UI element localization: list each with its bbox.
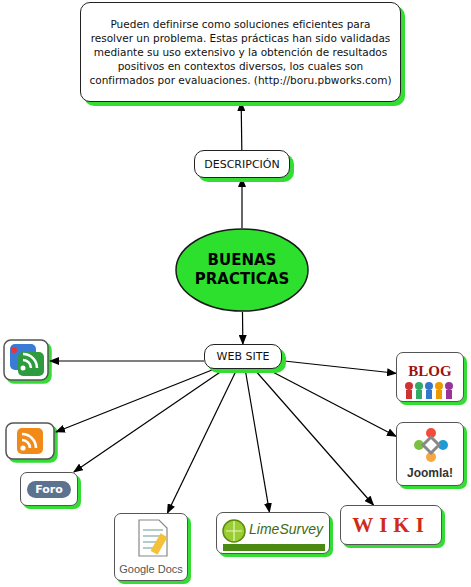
arrow-connector bbox=[254, 369, 373, 505]
node-text: Foro bbox=[27, 481, 71, 498]
node-text: WIKI bbox=[352, 513, 430, 538]
limesurvey-icon: LimeSurvey bbox=[216, 512, 330, 554]
arrow-connector bbox=[282, 361, 396, 373]
description-box: Pueden definirse como soluciones eficien… bbox=[80, 2, 401, 102]
arrow-connector bbox=[241, 102, 243, 150]
node-text: LimeSurvey bbox=[249, 521, 323, 537]
reader-icon bbox=[4, 340, 48, 380]
node-text: Google Docs bbox=[119, 563, 183, 575]
central-ellipse: BUENAS PRACTICAS bbox=[175, 228, 309, 312]
arrow-connector bbox=[74, 369, 225, 472]
node-text: WEB SITE bbox=[217, 350, 270, 363]
blog-icon: BLOG bbox=[396, 352, 464, 402]
node-text: BLOG bbox=[408, 363, 451, 380]
node-text: DESCRIPCIÓN bbox=[204, 158, 279, 171]
forum-icon: Foro bbox=[20, 472, 78, 506]
joomla-icon: Joomla! bbox=[396, 422, 464, 486]
arrow-line bbox=[56, 370, 212, 432]
node-text: Joomla! bbox=[407, 466, 453, 480]
label-box: DESCRIPCIÓN bbox=[194, 150, 290, 178]
arrow-connector bbox=[242, 312, 244, 344]
label-box: WEB SITE bbox=[204, 344, 282, 369]
rss-icon bbox=[6, 423, 54, 459]
arrow-connector bbox=[167, 369, 237, 513]
arrow-connector bbox=[267, 369, 396, 436]
node-text: Pueden definirse como soluciones eficien… bbox=[81, 17, 400, 87]
arrow-line bbox=[50, 360, 204, 361]
arrow-connector bbox=[245, 369, 269, 512]
arrow-connector bbox=[241, 178, 242, 228]
wiki-icon: WIKI bbox=[340, 505, 442, 545]
google-docs-icon: Google Docs bbox=[114, 513, 188, 581]
node-text: BUENAS PRACTICAS bbox=[187, 251, 297, 289]
